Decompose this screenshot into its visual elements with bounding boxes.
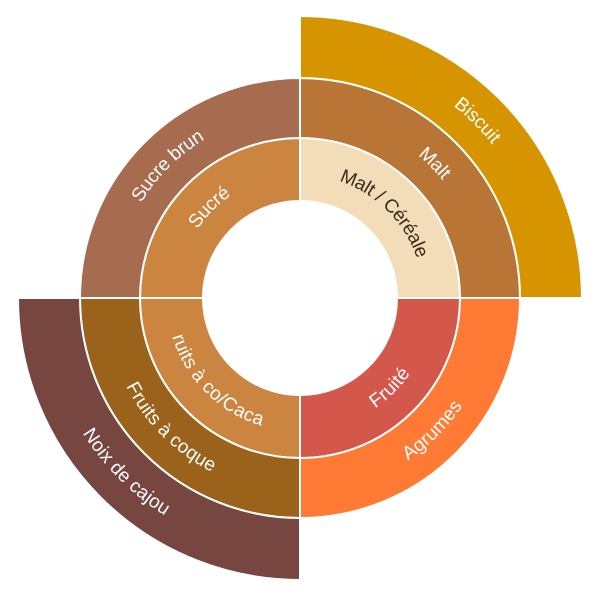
segment-biscuit[interactable] [299,14,584,299]
chart-segments [16,14,584,582]
segment-noix-de-cajou[interactable] [16,297,301,582]
